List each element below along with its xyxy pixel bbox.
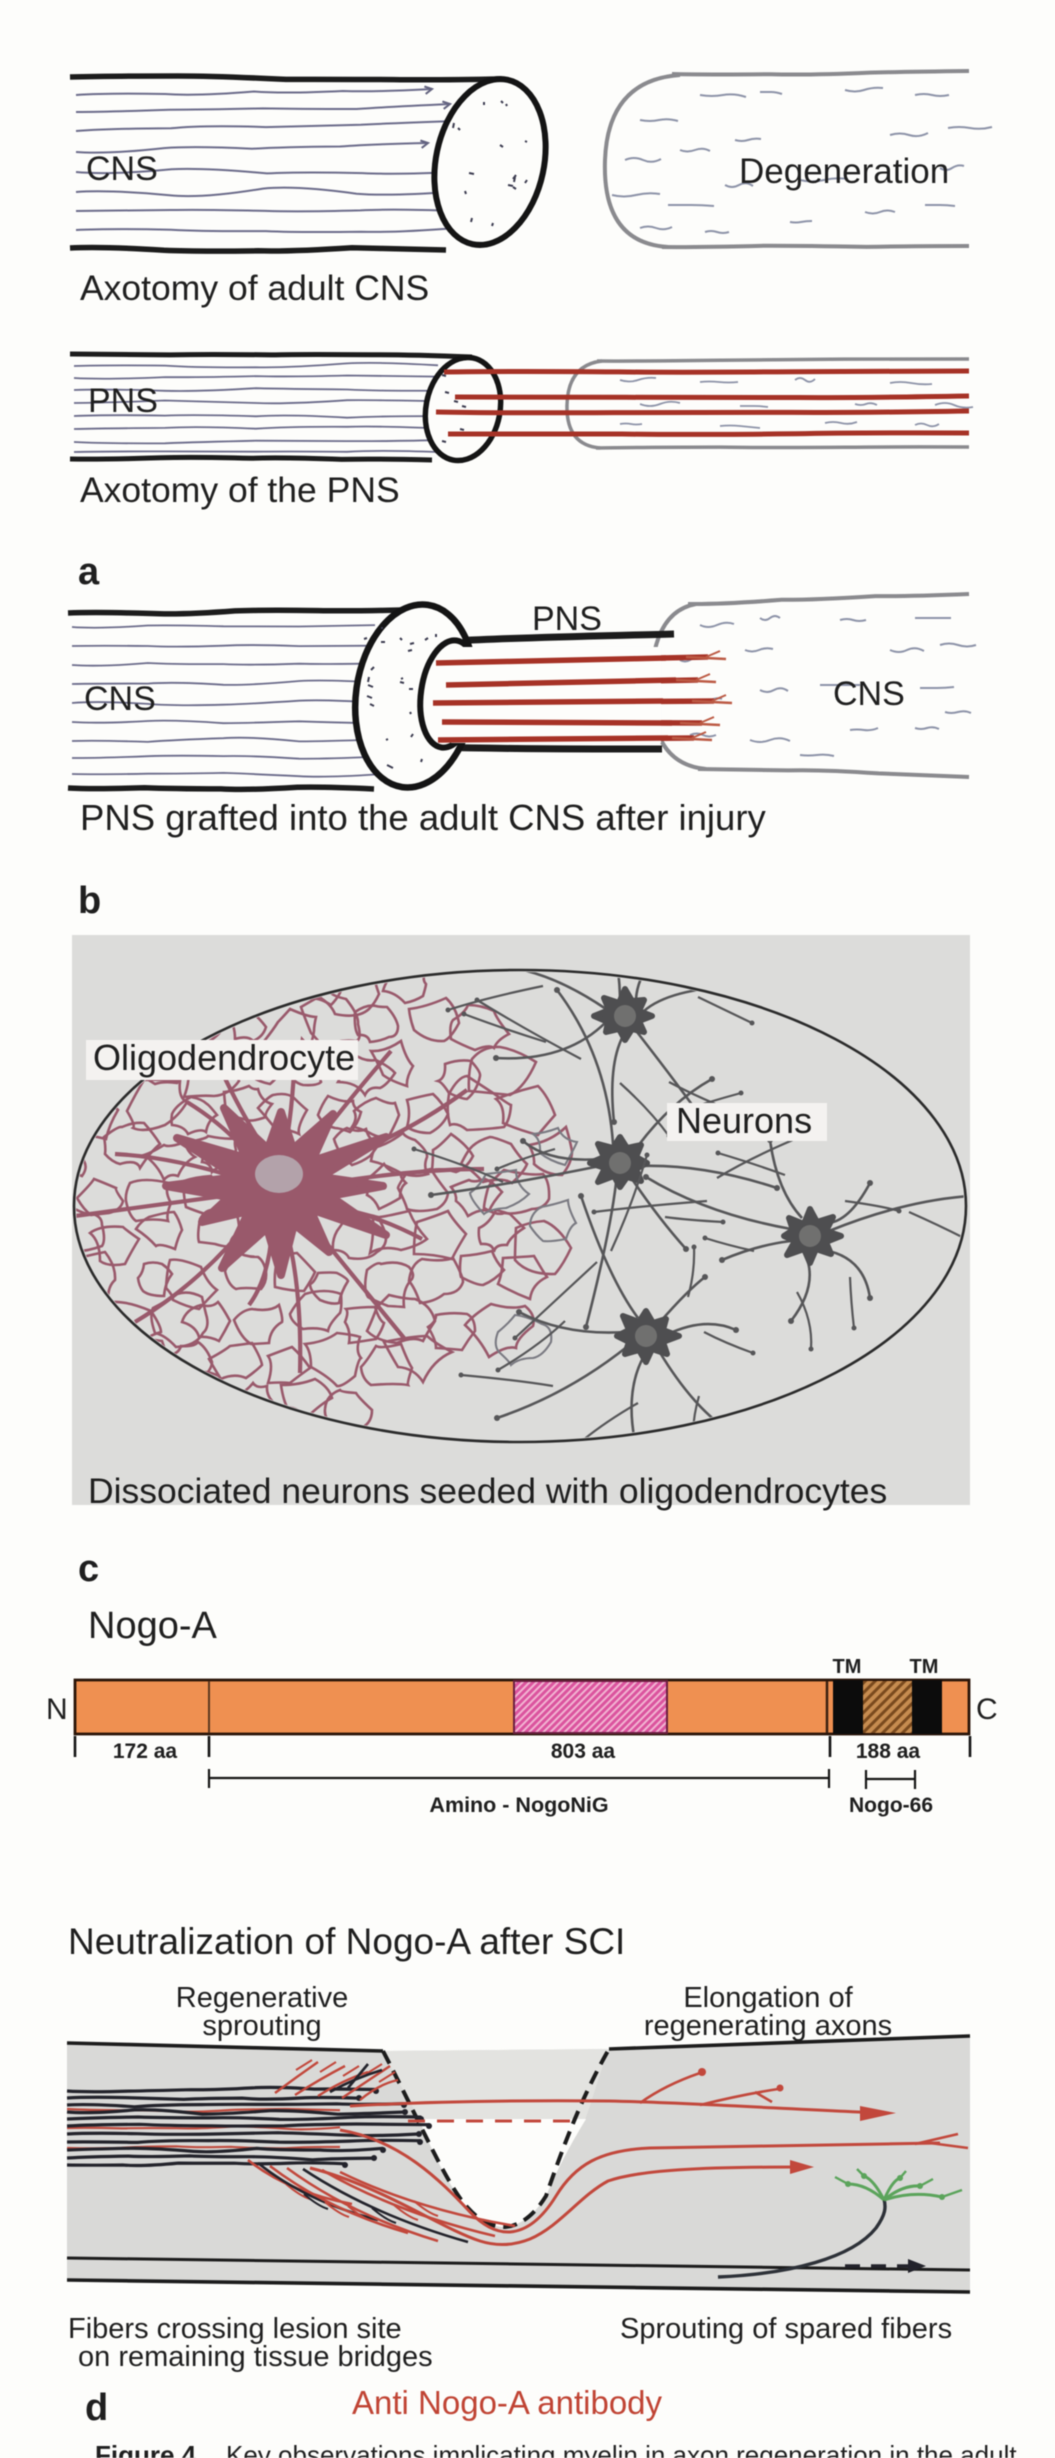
svg-text:Degeneration: Degeneration [739, 152, 949, 191]
svg-text:Regenerative: Regenerative [176, 1982, 349, 2014]
svg-text:CNS: CNS [84, 680, 156, 718]
svg-text:188 aa: 188 aa [856, 1740, 921, 1763]
svg-text:TM: TM [833, 1656, 862, 1678]
svg-text:172 aa: 172 aa [113, 1740, 178, 1763]
svg-text:PNS: PNS [88, 382, 158, 420]
svg-text:PNS grafted into the adult CNS: PNS grafted into the adult CNS after inj… [80, 797, 766, 838]
svg-text:Oligodendrocyte: Oligodendrocyte [93, 1037, 355, 1078]
svg-text:CNS: CNS [833, 675, 905, 713]
svg-text:Amino - NogoNiG: Amino - NogoNiG [429, 1793, 608, 1817]
svg-text:sprouting: sprouting [202, 2010, 321, 2042]
svg-text:TM: TM [910, 1656, 939, 1678]
svg-text:N: N [46, 1693, 68, 1726]
svg-text:Sprouting of spared fibers: Sprouting of spared fibers [620, 2313, 952, 2345]
svg-text:regenerating axons: regenerating axons [644, 2010, 892, 2042]
svg-text:PNS: PNS [532, 600, 602, 638]
svg-text:803 aa: 803 aa [551, 1740, 616, 1763]
svg-text:c: c [78, 1548, 99, 1590]
svg-text:CNS: CNS [86, 150, 158, 188]
svg-text:Neutralization of Nogo-A after: Neutralization of Nogo-A after SCI [68, 1921, 625, 1962]
svg-text:a: a [78, 551, 100, 593]
svg-text:on remaining tissue bridges: on remaining tissue bridges [78, 2341, 433, 2373]
svg-text:Neurons: Neurons [676, 1100, 812, 1141]
svg-text:d: d [85, 2387, 108, 2429]
svg-text:Axotomy of adult CNS: Axotomy of adult CNS [80, 268, 429, 308]
svg-text:b: b [78, 880, 101, 922]
svg-text:Key observations implicating m: Key observations implicating myelin in a… [226, 2440, 1017, 2458]
svg-text:Figure 4: Figure 4 [95, 2440, 197, 2458]
svg-text:C: C [976, 1693, 998, 1726]
svg-text:Axotomy of the PNS: Axotomy of the PNS [80, 470, 400, 510]
svg-text:Fibers crossing lesion site: Fibers crossing lesion site [68, 2313, 402, 2345]
svg-text:Anti Nogo-A antibody: Anti Nogo-A antibody [352, 2384, 663, 2421]
svg-text:Elongation of: Elongation of [683, 1982, 853, 2014]
svg-text:Dissociated neurons seeded wit: Dissociated neurons seeded with oligoden… [88, 1471, 887, 1511]
svg-text:Nogo-A: Nogo-A [88, 1605, 217, 1647]
svg-text:Nogo-66: Nogo-66 [849, 1794, 933, 1817]
